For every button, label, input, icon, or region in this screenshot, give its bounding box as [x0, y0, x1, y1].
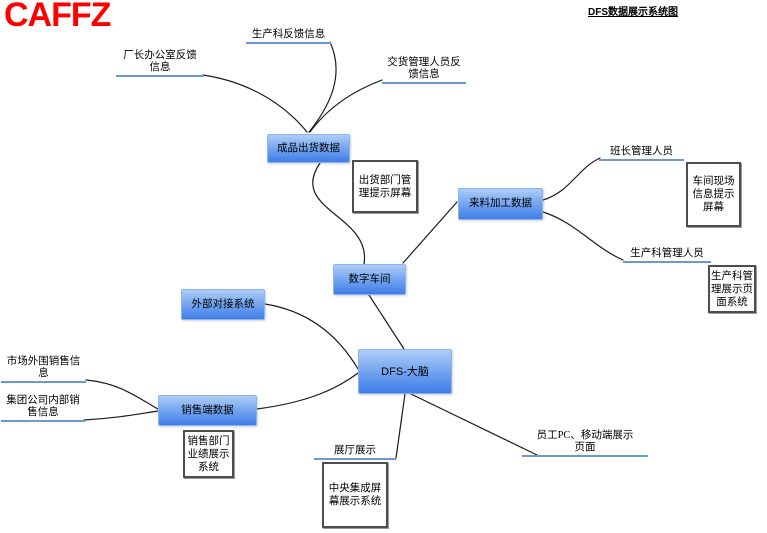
node-digital-workshop[interactable]: 数字车间 — [333, 264, 406, 295]
connector-shipment-to-workshop — [312, 162, 365, 265]
node-finished-goods-shipment-data[interactable]: 成品出货数据 — [267, 134, 350, 163]
panel-sales-dept-performance-system[interactable]: 销售部门 业绩展示 系统 — [183, 430, 234, 478]
connector-incoming-to-prodmanagers — [542, 211, 624, 261]
connector-delivery-to-shipment — [309, 79, 383, 133]
connector-external-to-dfs — [264, 303, 359, 370]
node-external-interface-system[interactable]: 外部对接系统 — [181, 289, 265, 320]
connector-group-to-sales — [83, 410, 159, 421]
panel-central-integrated-screen-system[interactable]: 中央集成屏 幕展示系统 — [322, 462, 388, 528]
label-foreman-managers[interactable]: 班长管理人员 — [599, 146, 684, 161]
label-employee-pc-mobile-display[interactable]: 员工PC、移动端展示 页面 — [522, 430, 648, 457]
connector-productionfeedback-to-shipment — [308, 41, 337, 133]
node-incoming-processing-data[interactable]: 来料加工数据 — [458, 188, 543, 220]
panel-shipping-dept-management-screen[interactable]: 出货部门管 理提示屏幕 — [352, 160, 418, 213]
label-production-dept-managers[interactable]: 生产科管理人员 — [623, 248, 711, 263]
connector-sales-to-dfs — [256, 372, 359, 410]
page-title: DFS数据展示系统图 — [588, 7, 678, 18]
label-exhibition-hall-display[interactable]: 展厅展示 — [314, 445, 396, 460]
connector-market-to-sales — [85, 379, 159, 410]
connector-dfs-to-employee — [410, 393, 538, 456]
label-delivery-manager-feedback[interactable]: 交货管理人员反 馈信息 — [382, 57, 466, 84]
node-dfs-brain[interactable]: DFS-大脑 — [358, 349, 452, 394]
label-group-internal-sales-info[interactable]: 集团公司内部销 售信息 — [1, 395, 85, 422]
connector-director-to-shipment — [202, 74, 308, 133]
label-external-market-sales-info[interactable]: 市场外围销售信 息 — [1, 356, 86, 383]
label-factory-director-office-feedback[interactable]: 厂长办公室反馈 信息 — [116, 50, 204, 77]
node-sales-data[interactable]: 销售端数据 — [158, 395, 257, 426]
panel-production-dept-display-system[interactable]: 生产科管 理展示页 面系统 — [708, 265, 756, 313]
connector-workshop-to-dfs — [368, 294, 405, 350]
panel-workshop-site-info-screen[interactable]: 车间现场 信息提示 屏幕 — [686, 162, 741, 227]
connector-dfs-to-hall — [395, 393, 406, 459]
connector-incoming-to-workshop — [402, 201, 458, 264]
connector-incoming-to-foreman — [542, 157, 601, 201]
logo-text: CAFFZ — [4, 0, 111, 34]
label-production-dept-feedback[interactable]: 生产科反馈信息 — [246, 29, 331, 44]
